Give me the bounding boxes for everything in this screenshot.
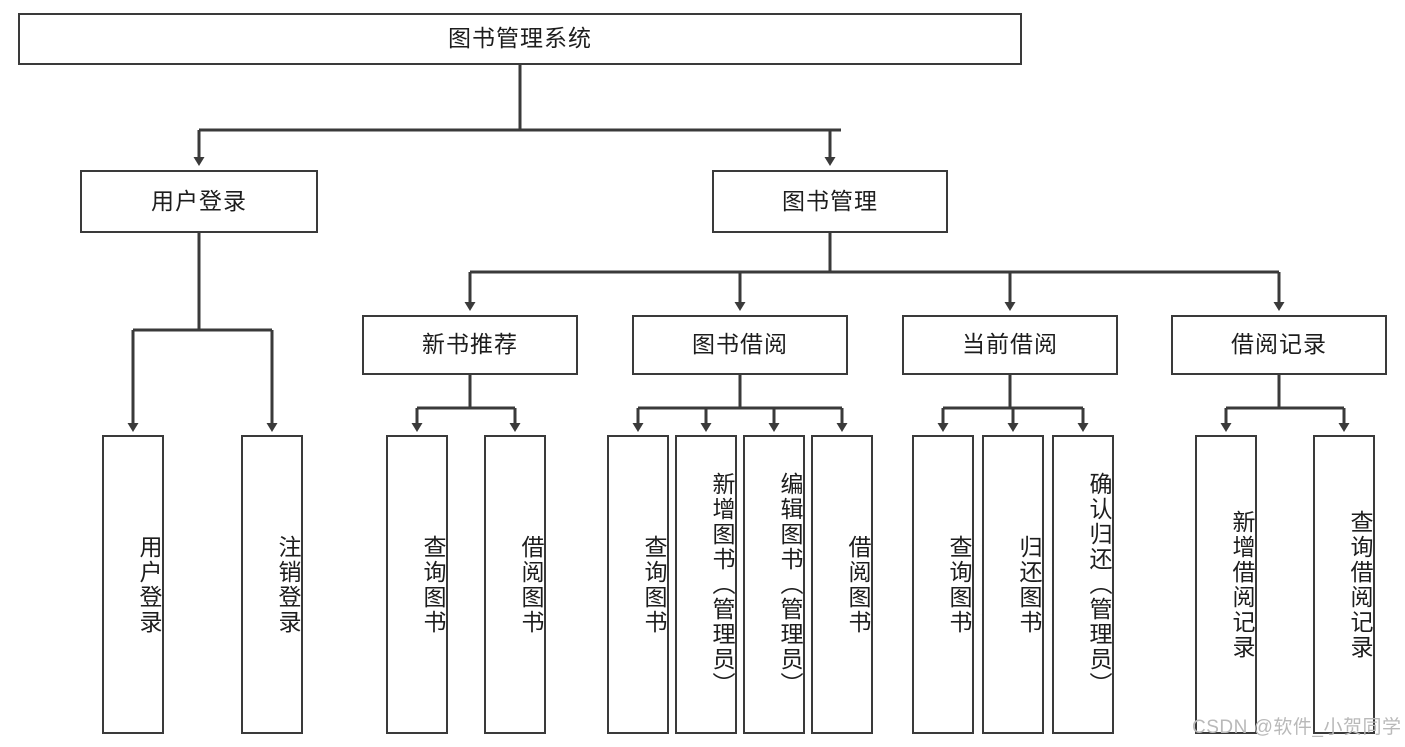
node-new-book-recommend[interactable]: 新书推荐 xyxy=(362,315,578,375)
leaf-add-book-admin[interactable]: 新增图书（管理员） xyxy=(675,435,737,734)
leaf-user-login[interactable]: 用户登录 xyxy=(102,435,164,734)
leaf-confirm-return-admin[interactable]: 确认归还（管理员） xyxy=(1052,435,1114,734)
node-label: 图书借阅 xyxy=(692,331,788,358)
node-current-borrow[interactable]: 当前借阅 xyxy=(902,315,1118,375)
node-book-borrow[interactable]: 图书借阅 xyxy=(632,315,848,375)
node-label: 借阅图书 xyxy=(845,534,871,635)
node-label: 新增借阅记录 xyxy=(1229,509,1255,660)
node-label: 查询图书 xyxy=(641,534,667,635)
leaf-query-book-current[interactable]: 查询图书 xyxy=(912,435,974,734)
leaf-query-borrow-record[interactable]: 查询借阅记录 xyxy=(1313,435,1375,734)
node-book-management[interactable]: 图书管理 xyxy=(712,170,948,233)
node-label: 查询图书 xyxy=(420,534,446,635)
node-label: 新增图书（管理员） xyxy=(709,472,735,697)
node-borrow-record[interactable]: 借阅记录 xyxy=(1171,315,1387,375)
leaf-add-borrow-record[interactable]: 新增借阅记录 xyxy=(1195,435,1257,734)
node-label: 查询借阅记录 xyxy=(1347,509,1373,660)
leaf-logout[interactable]: 注销登录 xyxy=(241,435,303,734)
node-label: 新书推荐 xyxy=(422,331,518,358)
leaf-query-book-borrow[interactable]: 查询图书 xyxy=(607,435,669,734)
leaf-borrow-book-recommend[interactable]: 借阅图书 xyxy=(484,435,546,734)
node-user-login[interactable]: 用户登录 xyxy=(80,170,318,233)
watermark: CSDN @软件_小贺同学 xyxy=(1192,717,1402,738)
leaf-edit-book-admin[interactable]: 编辑图书（管理员） xyxy=(743,435,805,734)
leaf-borrow-book[interactable]: 借阅图书 xyxy=(811,435,873,734)
node-label: 注销登录 xyxy=(275,534,301,635)
node-label: 用户登录 xyxy=(136,534,162,635)
node-label: 借阅记录 xyxy=(1231,331,1327,358)
node-label: 借阅图书 xyxy=(518,534,544,635)
leaf-return-book[interactable]: 归还图书 xyxy=(982,435,1044,734)
node-label: 编辑图书（管理员） xyxy=(777,472,803,697)
node-label: 用户登录 xyxy=(151,187,247,214)
node-label: 图书管理 xyxy=(782,187,878,214)
node-label: 当前借阅 xyxy=(962,331,1058,358)
leaf-query-book-recommend[interactable]: 查询图书 xyxy=(386,435,448,734)
node-label: 查询图书 xyxy=(946,534,972,635)
node-label: 图书管理系统 xyxy=(448,25,592,52)
node-root-book-management-system[interactable]: 图书管理系统 xyxy=(18,13,1022,65)
node-label: 归还图书 xyxy=(1016,534,1042,635)
node-label: 确认归还（管理员） xyxy=(1086,472,1112,697)
